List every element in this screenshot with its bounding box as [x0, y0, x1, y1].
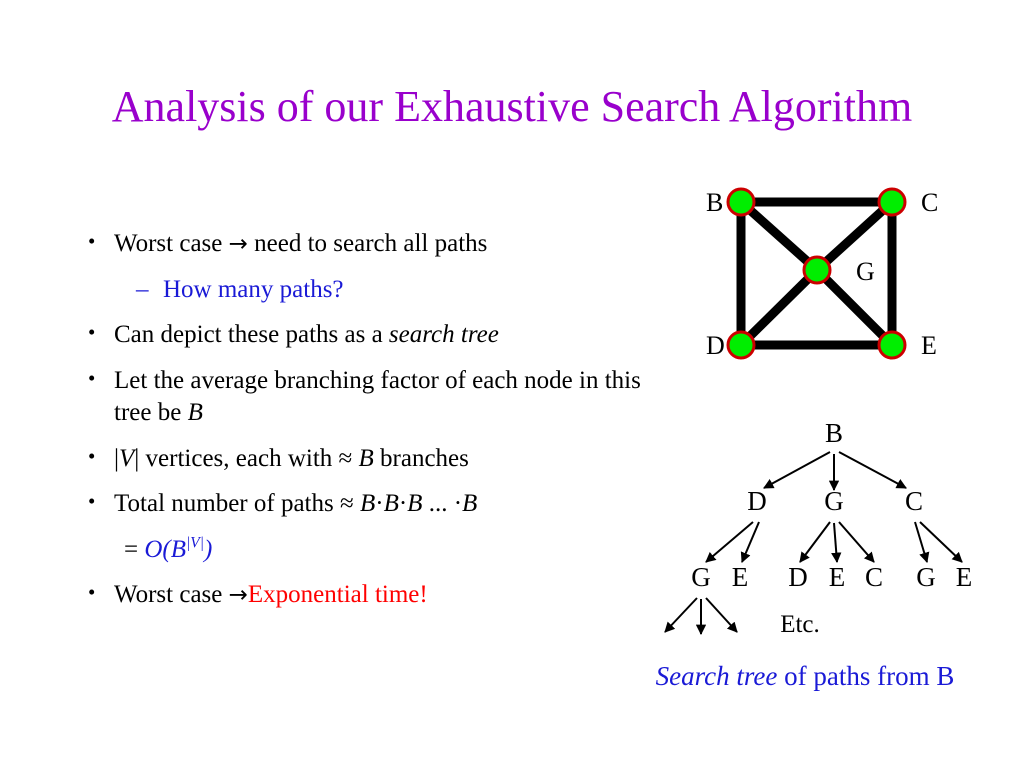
bullet-marker: • [88, 229, 96, 253]
tree-edge-B-D [763, 451, 831, 489]
bullet-marker: • [88, 365, 96, 390]
tree-edge-dangling-3 [705, 597, 738, 633]
search-tree-diagram: B D G C G E D E C G E Etc. [640, 410, 1024, 645]
tree-node-lvl1-c: C [905, 486, 923, 516]
branching-symbol: B [383, 490, 399, 517]
branching-symbol: B [358, 444, 374, 472]
graph-node-B[interactable] [726, 187, 756, 217]
graph-label-D: D [706, 331, 725, 360]
graph-node-labels: B C G D E [706, 188, 938, 360]
branching-symbol: B [170, 535, 187, 563]
sub-bullet-marker: – [136, 275, 149, 303]
big-o-close: ) [204, 535, 213, 563]
vertex-symbol: V [119, 444, 135, 472]
edge-C-G [813, 198, 896, 274]
bullet-text: |V| vertices, each with ≈ B branches [114, 443, 674, 476]
graph-nodes [726, 187, 907, 360]
bullet-text-suffix: need to search all paths [247, 230, 488, 257]
bullet-text-plain: Let the average branching factor of each… [114, 366, 641, 427]
tree-edge-G-D [799, 521, 831, 563]
tree-edge-D-E [740, 521, 760, 563]
tree-node-lvl2-e1: E [732, 562, 749, 592]
bullet-marker: • [88, 443, 96, 468]
exponential-time-emphasis: Exponential time! [247, 581, 428, 608]
bullet-text-italic: search tree [388, 321, 499, 348]
graph-edges [736, 197, 897, 350]
bullet-text-prefix: Worst case [114, 581, 229, 608]
tree-node-lvl1-d: D [747, 486, 767, 516]
graph-label-C: C [921, 188, 938, 217]
caption-italic-part: Search tree [655, 661, 778, 691]
tree-node-lvl2-e3: E [956, 562, 973, 592]
bullet-list: • Worst case → need to search all paths … [84, 228, 674, 625]
bullet-text: Total number of paths ≈ B·B·B ... ·B [114, 488, 674, 521]
graph-diagram: B C G D E [676, 168, 966, 378]
edge-E-G [813, 266, 896, 349]
page-title: Analysis of our Exhaustive Search Algori… [111, 82, 913, 132]
sub-bullet-how-many-paths: – How many paths? [84, 274, 674, 307]
bullet-marker: • [88, 580, 96, 604]
tree-edge-G-E [831, 522, 842, 564]
tree-node-lvl2-e2: E [829, 562, 846, 592]
bullet-text-plain: Can depict these paths as a [114, 321, 389, 348]
graph-node-D[interactable] [726, 330, 756, 360]
equation-big-o: = O(B|V|) [84, 534, 674, 567]
tree-etc-label: Etc. [780, 611, 820, 638]
tree-edge-B-C [838, 451, 907, 489]
tree-node-lvl2-g3: G [916, 562, 936, 592]
bullet-marker: • [88, 320, 96, 344]
caption-plain-part: of paths from B [777, 661, 955, 691]
bullet-branching-factor: • Let the average branching factor of ea… [84, 365, 674, 430]
graph-label-B: B [706, 188, 723, 217]
dot-operator: · [375, 490, 384, 517]
bullet-depict-search-tree: • Can depict these paths as a search tre… [84, 319, 674, 352]
bullet-text: Can depict these paths as a search tree [114, 319, 674, 352]
graph-node-E[interactable] [877, 330, 907, 360]
tree-edge-C-E [919, 521, 963, 563]
bullet-text-middle: | vertices, each with ≈ [134, 444, 359, 472]
tree-node-lvl1-g: G [824, 486, 844, 516]
bullet-text-end: branches [373, 444, 469, 472]
total-paths-lead: Total number of paths ≈ [114, 490, 360, 517]
bullet-exponential-time: • Worst case →Exponential time! [84, 579, 674, 612]
bullet-text-prefix: Worst case [114, 230, 229, 257]
ellipsis-dot: ... · [422, 490, 463, 517]
bullet-text: Worst case →Exponential time! [114, 579, 674, 612]
bullet-text-italic: B [187, 399, 203, 426]
right-arrow-icon: → [228, 582, 248, 608]
tree-edge-dangling-1 [664, 597, 698, 633]
bullet-marker: • [88, 489, 96, 513]
branching-symbol: B [462, 490, 478, 517]
equals-sign: = [124, 535, 145, 563]
tree-node-lvl2-d2: D [788, 562, 808, 592]
big-o-open: O( [144, 535, 171, 563]
edge-B-G [737, 198, 821, 274]
edge-D-G [737, 266, 821, 349]
tree-node-lvl2-g1: G [691, 562, 711, 592]
exponent-vertices: |V| [186, 534, 205, 552]
tree-edge-D-G [705, 521, 754, 563]
bullet-text: Let the average branching factor of each… [114, 365, 674, 430]
right-arrow-icon: → [228, 231, 248, 257]
graph-label-E: E [921, 331, 937, 360]
tree-edge-G-C [838, 521, 875, 563]
branching-symbol: B [407, 490, 423, 517]
bar-open: | [114, 444, 120, 472]
tree-node-lvl2-c2: C [865, 562, 883, 592]
graph-label-G: G [856, 257, 875, 286]
bullet-worst-case-search: • Worst case → need to search all paths [84, 228, 674, 261]
tree-node-labels: B D G C G E D E C G E [691, 418, 972, 592]
graph-node-C[interactable] [877, 187, 907, 217]
sub-bullet-text: How many paths? [163, 275, 344, 303]
dot-operator: · [398, 490, 408, 517]
tree-node-root-b: B [825, 418, 843, 448]
bullet-text: Worst case → need to search all paths [114, 228, 674, 261]
bullet-vertices-branches: • |V| vertices, each with ≈ B branches [84, 443, 674, 476]
bullet-total-paths: • Total number of paths ≈ B·B·B ... ·B [84, 488, 674, 521]
tree-edge-C-G [914, 521, 930, 563]
branching-symbol: B [359, 490, 376, 517]
tree-edges [664, 451, 963, 636]
search-tree-caption: Search tree of paths from B [600, 660, 1010, 692]
graph-node-G[interactable] [802, 255, 832, 285]
